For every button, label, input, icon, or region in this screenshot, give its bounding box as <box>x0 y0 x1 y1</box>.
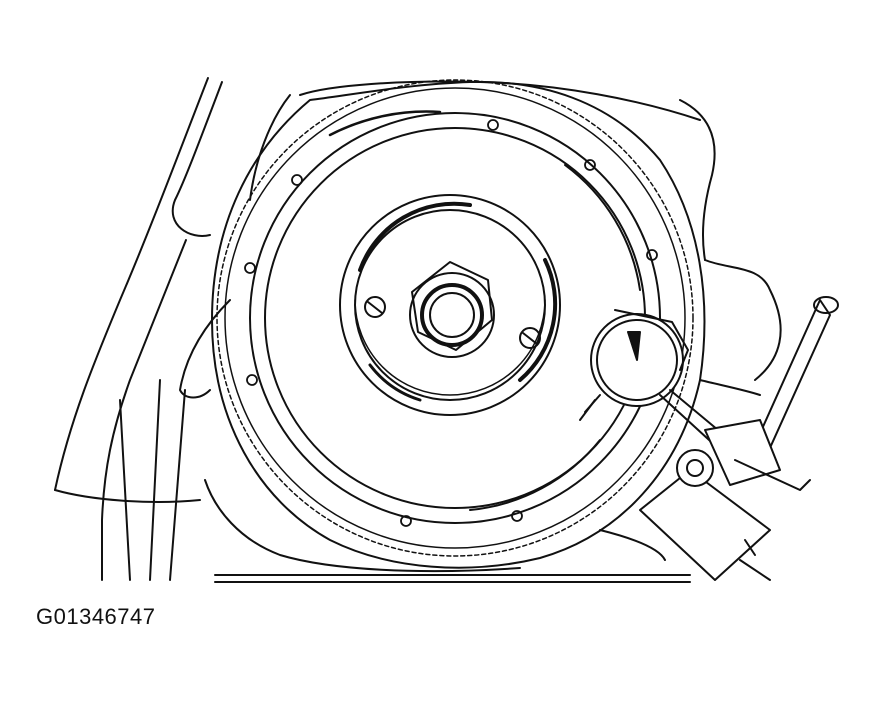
flywheel-hub <box>339 194 561 416</box>
magnetic-stand <box>639 296 839 581</box>
center-nut <box>409 261 495 358</box>
figure-id-label: G01346747 <box>36 604 156 629</box>
flywheel-housing <box>211 80 706 569</box>
engine-housing-outline <box>54 77 782 583</box>
flywheel-bolt-holes <box>244 119 658 527</box>
alignment-marks <box>364 296 541 349</box>
dial-indicator <box>579 309 689 421</box>
ring-gear <box>216 79 694 557</box>
flywheel-face <box>249 110 661 524</box>
